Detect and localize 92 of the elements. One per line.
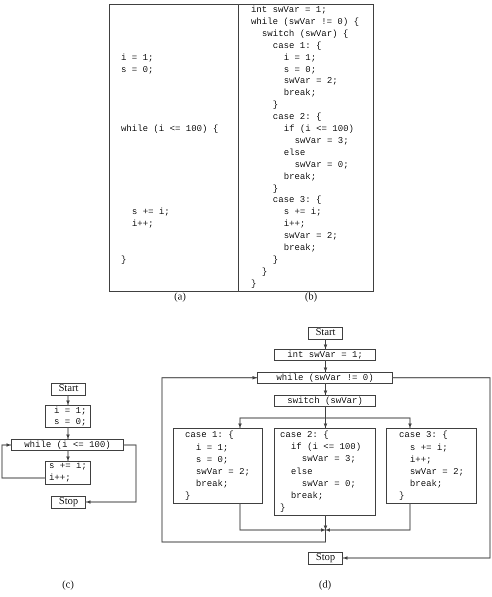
- code-line: break;: [284, 243, 316, 255]
- code-line: s = 0;: [284, 64, 316, 76]
- code-line: case 3: {: [272, 195, 322, 208]
- code-line: case 1: {: [185, 429, 234, 442]
- code-line: s += i;: [410, 442, 448, 454]
- code-line: swVar = 2;: [410, 466, 464, 478]
- code-line: else: [284, 148, 306, 160]
- code-line: swVar = 0;: [302, 478, 356, 490]
- code-line: s += i;: [132, 207, 170, 220]
- process-box: [274, 428, 376, 516]
- process-box: [45, 405, 91, 428]
- process-box: [386, 428, 477, 504]
- terminal-label: Start: [316, 328, 336, 338]
- process-box: [274, 349, 376, 361]
- process-box: [274, 395, 376, 406]
- code-line: }: [272, 100, 278, 112]
- arrow: [325, 504, 410, 532]
- code-line: switch (swVar): [287, 396, 363, 406]
- terminal-box: [51, 496, 86, 508]
- code-line: break;: [284, 88, 316, 100]
- code-line: }: [262, 266, 268, 279]
- code-line: case 1: {: [272, 40, 322, 53]
- panel-caption: (a): [174, 292, 186, 302]
- code-line: if (i <= 100): [290, 441, 362, 454]
- code-line: }: [272, 254, 278, 267]
- code-line: break;: [196, 478, 228, 490]
- arrow: [238, 418, 326, 428]
- code-line: i = 1;: [284, 52, 316, 64]
- code-line: if (i <= 100): [284, 124, 354, 136]
- arrow: [324, 515, 328, 530]
- code-line: }: [251, 278, 256, 291]
- code-line: swVar = 2;: [284, 231, 338, 243]
- arrow: [324, 360, 328, 372]
- arrow: [324, 383, 328, 396]
- code-line: swVar = 3;: [302, 453, 356, 466]
- terminal-box: [308, 327, 343, 340]
- code-line: break;: [410, 478, 442, 490]
- panel-caption: (c): [62, 580, 74, 590]
- process-box: [257, 372, 393, 384]
- process-box: [45, 461, 91, 485]
- code-line: i = 1;: [121, 52, 154, 64]
- code-line: break;: [290, 490, 324, 502]
- code-line: while (i <= 100) {: [121, 124, 218, 136]
- code-line: swVar = 3;: [294, 136, 349, 148]
- code-line: i++;: [132, 219, 154, 232]
- code-line: }: [121, 254, 126, 267]
- code-line: switch (swVar) {: [262, 28, 348, 41]
- arrow: [86, 444, 136, 504]
- code-line: s += i;: [284, 207, 322, 220]
- code-line: }: [399, 490, 404, 503]
- code-line: s = 0;: [196, 454, 228, 466]
- code-line: case 2: {: [272, 112, 322, 124]
- code-line: case 3: {: [399, 429, 448, 442]
- arrow: [240, 504, 326, 532]
- arrow: [324, 339, 328, 350]
- code-line: swVar = 2;: [196, 466, 250, 478]
- arrow: [66, 428, 70, 440]
- arrow: [342, 377, 490, 560]
- arrow: [162, 376, 326, 542]
- code-line: s = 0;: [121, 64, 154, 76]
- process-box: [11, 439, 124, 451]
- code-line: }: [185, 490, 190, 503]
- terminal-label: Stop: [58, 497, 78, 508]
- arrow: [2, 443, 46, 478]
- code-line: swVar = 0;: [294, 160, 349, 172]
- code-line: }: [272, 184, 278, 196]
- code-line: i++;: [49, 473, 71, 485]
- process-box: [173, 428, 263, 504]
- code-line: while (i <= 100): [24, 440, 111, 450]
- code-line: break;: [284, 172, 316, 184]
- code-line: i = 1;: [54, 406, 86, 416]
- code-line: s += i;: [49, 461, 87, 473]
- panel-caption: (d): [318, 580, 332, 590]
- terminal-box: [308, 552, 343, 564]
- code-line: swVar = 2;: [284, 76, 338, 88]
- code-line: i++;: [284, 219, 306, 232]
- code-line: s = 0;: [54, 416, 86, 428]
- code-line: else: [290, 466, 312, 478]
- code-line: while (swVar != 0) {: [251, 16, 360, 29]
- code-line: case 2: {: [280, 429, 329, 442]
- code-line: int swVar = 1;: [251, 5, 327, 17]
- terminal-box: [51, 383, 86, 396]
- arrow: [325, 418, 412, 428]
- code-line: i++;: [410, 454, 432, 466]
- code-line: }: [280, 502, 286, 514]
- panel-caption: (b): [304, 292, 318, 302]
- code-line: int swVar = 1;: [287, 350, 363, 360]
- code-line: i = 1;: [196, 442, 228, 454]
- terminal-label: Start: [58, 384, 78, 394]
- code-line: while (swVar != 0): [276, 372, 374, 383]
- arrow: [66, 450, 70, 462]
- terminal-label: Stop: [316, 553, 336, 564]
